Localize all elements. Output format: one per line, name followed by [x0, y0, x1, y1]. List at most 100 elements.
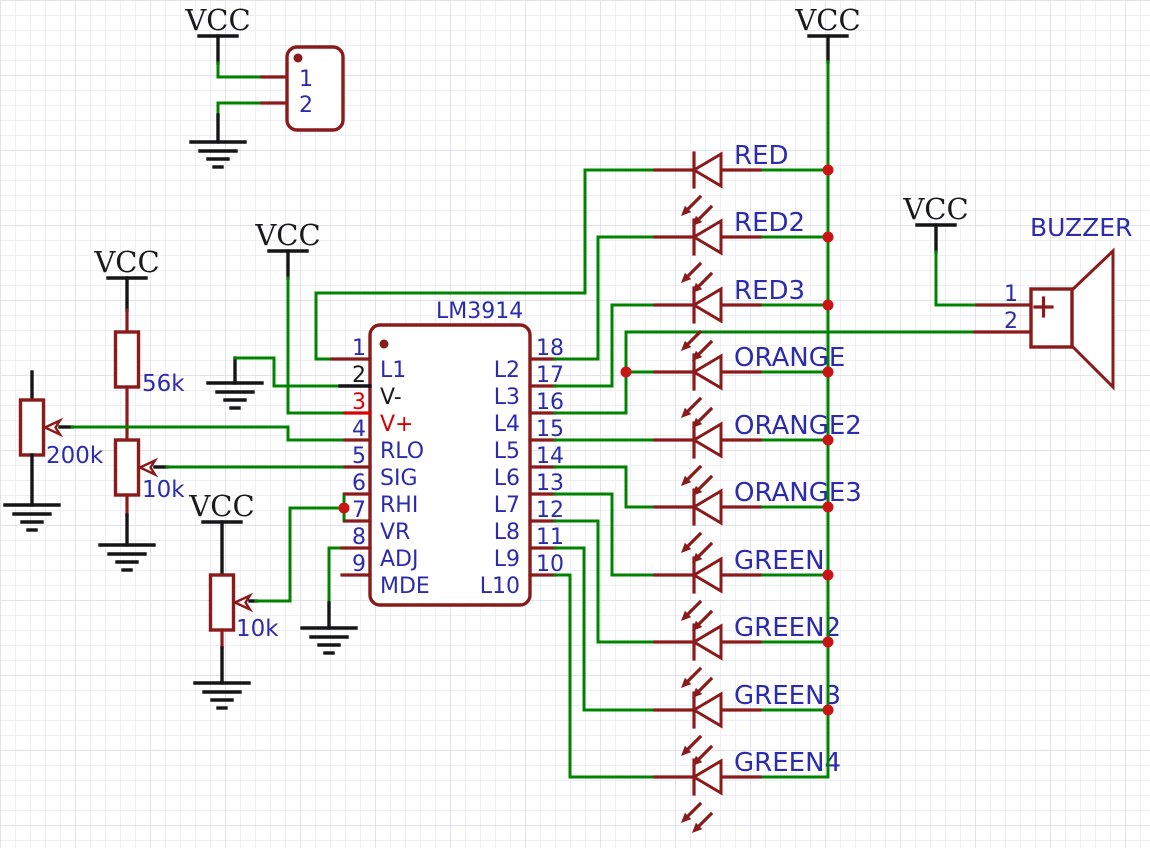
ic-pin9-name: MDE [380, 574, 430, 599]
buzzer-pin1-number: 1 [1004, 282, 1018, 307]
ic-pin17-number: 17 [536, 363, 564, 388]
wire-adj[interactable] [327, 546, 344, 605]
ic-name[interactable]: LM3914 [436, 299, 523, 324]
wire-rhi-wiper[interactable] [254, 506, 346, 603]
vcc-label-ic[interactable]: VCC [254, 218, 320, 252]
ic-pin13-name: L7 [494, 493, 520, 518]
pot-10k-bottom-value[interactable]: 10k [236, 616, 279, 642]
vcc-label-rail[interactable]: VCC [794, 3, 860, 37]
ic-pin6-number: 6 [352, 471, 366, 496]
ic-pin4-number: 4 [352, 417, 366, 442]
led-label-green4[interactable]: GREEN4 [734, 748, 841, 778]
led-label-red2[interactable]: RED2 [734, 208, 805, 238]
junction-dot [620, 366, 632, 378]
ic-pin12-number: 12 [536, 498, 564, 523]
ic-pin10-name: L10 [480, 574, 520, 599]
ic-pin15-name: L5 [494, 439, 520, 464]
led-label-red3[interactable]: RED3 [734, 276, 805, 306]
junction-dot [822, 164, 834, 176]
ic-pin7-number: 7 [352, 498, 366, 523]
ic-pin15-number: 15 [536, 417, 564, 442]
ic-pin11-name: L9 [494, 547, 520, 572]
ground-symbol-200k[interactable] [3, 503, 61, 532]
ground-symbol-pot[interactable] [193, 681, 251, 710]
ic-pin14-number: 14 [536, 444, 564, 469]
ic-pin18-name: L2 [494, 358, 520, 383]
wire-l7[interactable] [553, 492, 657, 577]
ic-pin17-name: L3 [494, 385, 520, 410]
wire-rlo[interactable] [70, 425, 347, 442]
resistor-56k-body[interactable] [113, 330, 141, 389]
junction-dot [822, 231, 834, 243]
ic-pin3-number: 3 [352, 390, 366, 415]
wire-l2[interactable] [553, 235, 657, 361]
connector-pin1-marker-dot [293, 53, 303, 63]
pot-10k-divider-value[interactable]: 10k [142, 477, 185, 503]
ic-pin6-name: RHI [380, 493, 418, 518]
vcc-label-pot[interactable]: VCC [188, 489, 254, 523]
wire-l6[interactable] [553, 465, 657, 509]
junction-dot [822, 501, 834, 513]
ic-pin8-number: 8 [352, 525, 366, 550]
connector-pin1-number: 1 [299, 67, 313, 92]
ic-pin3-name: V+ [380, 412, 413, 437]
pot-200k-value[interactable]: 200k [46, 443, 104, 469]
ic-pin16-name: L4 [494, 412, 520, 437]
buzzer-pin2-number: 2 [1004, 309, 1018, 334]
junction-dot [822, 366, 834, 378]
wire-l8[interactable] [553, 519, 657, 644]
led-label-green2[interactable]: GREEN2 [734, 613, 841, 643]
ic-pin18-number: 18 [536, 336, 564, 361]
led-label-orange2[interactable]: ORANGE2 [734, 411, 862, 441]
junction-dot [822, 569, 834, 581]
ic-pin5-number: 5 [352, 444, 366, 469]
ic-pin16-number: 16 [536, 390, 564, 415]
led-label-green3[interactable]: GREEN3 [734, 681, 841, 711]
buzzer-label[interactable]: BUZZER [1030, 213, 1132, 242]
ic-pin4-name: RLO [380, 439, 424, 464]
ground-symbol-adj[interactable] [300, 626, 358, 655]
wire-l10[interactable] [553, 573, 657, 779]
junction-dot [822, 299, 834, 311]
junction-dot [822, 636, 834, 648]
wire-buzzer-pin1[interactable] [934, 250, 979, 307]
connector-body[interactable] [285, 45, 345, 132]
wire-l3[interactable] [553, 303, 657, 388]
buzzer-body[interactable] [1029, 287, 1074, 349]
vcc-label-connector[interactable]: VCC [184, 3, 250, 37]
led-label-green[interactable]: GREEN [734, 546, 825, 576]
ground-symbol-vminus[interactable] [206, 381, 264, 410]
vcc-label-buzzer[interactable]: VCC [902, 192, 968, 226]
buzzer-horn[interactable] [1070, 247, 1115, 391]
led-label-orange3[interactable]: ORANGE3 [734, 478, 862, 508]
ic-pin7-name: VR [380, 520, 410, 545]
ic-pin14-name: L6 [494, 466, 520, 491]
ic-pin2-number: 2 [352, 363, 366, 388]
wire-conn-pin1[interactable] [216, 61, 264, 79]
junction-dot [822, 704, 834, 716]
wire-l9[interactable] [553, 546, 657, 712]
ground-symbol-connector[interactable] [189, 140, 247, 169]
ic-pin1-number: 1 [352, 336, 366, 361]
ic-pin11-number: 11 [536, 525, 564, 550]
connector-pin2-number: 2 [299, 93, 313, 118]
resistor-56k-value[interactable]: 56k [142, 371, 185, 397]
wire-l1[interactable] [314, 291, 587, 361]
ic-pin13-number: 13 [536, 471, 564, 496]
led-label-red[interactable]: RED [734, 141, 789, 171]
ic-pin5-name: SIG [380, 466, 418, 491]
vcc-label-divider[interactable]: VCC [93, 245, 159, 279]
ic-pin8-name: ADJ [380, 547, 418, 572]
ic-pin1-marker-dot [379, 339, 389, 349]
ic-body[interactable] [368, 323, 532, 607]
wire-conn-pin2[interactable] [216, 101, 264, 117]
ground-symbol-divider[interactable] [98, 543, 156, 572]
ic-pin12-name: L8 [494, 520, 520, 545]
junction-dot [338, 502, 350, 514]
wire-vminus[interactable] [233, 356, 342, 388]
ic-pin10-number: 10 [536, 552, 564, 577]
wire-vplus[interactable] [286, 276, 347, 415]
ic-pin2-name: V- [380, 385, 402, 410]
